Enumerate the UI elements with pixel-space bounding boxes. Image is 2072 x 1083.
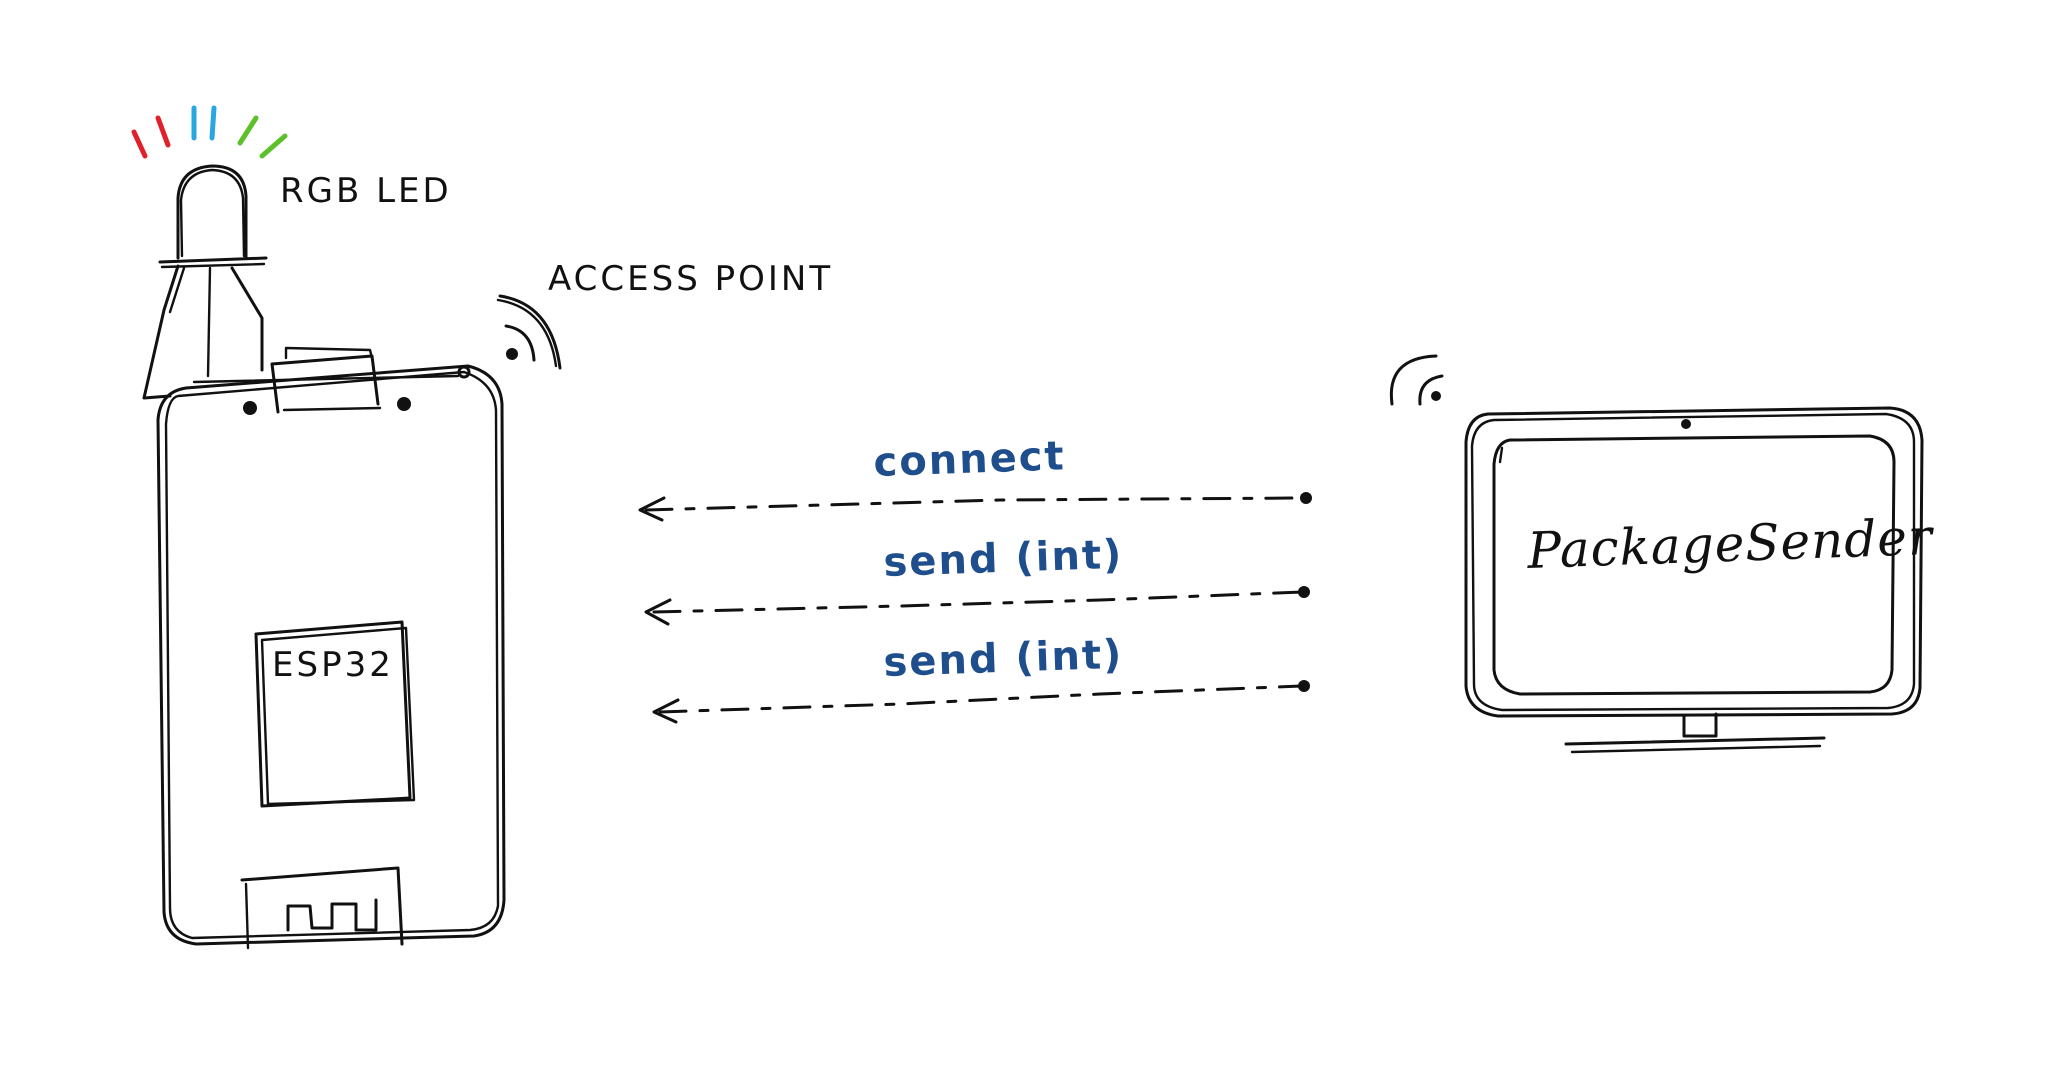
message-arrow-send-2 [652,680,1310,724]
message-label-send-1: send (int) [883,532,1124,586]
message-label-connect: connect [873,433,1067,486]
message-arrow-connect [638,492,1312,522]
esp32-chip-label: ESP32 [272,645,394,685]
access-point-wifi-icon [496,294,562,370]
led-ray-green-2 [259,133,288,159]
led-rays [131,105,288,159]
board-hole-left [243,401,257,415]
rgb-led [142,164,268,400]
access-point-label: ACCESS POINT [548,259,833,299]
led-ray-red-1 [131,129,148,159]
message-label-send-2: send (int) [883,632,1124,686]
led-ray-red-2 [155,115,171,148]
board-hole-top-right [457,365,471,379]
led-ray-blue-2 [209,105,217,141]
led-label: RGB LED [280,171,452,211]
computer-screen-label: PackageSender [1525,508,1935,580]
esp32-board [156,346,506,950]
computer-monitor [1464,406,1924,754]
computer-wifi-icon [1389,354,1444,406]
board-hole-right [397,397,411,411]
led-ray-green-1 [237,115,259,146]
message-arrow-send-1 [644,586,1310,626]
